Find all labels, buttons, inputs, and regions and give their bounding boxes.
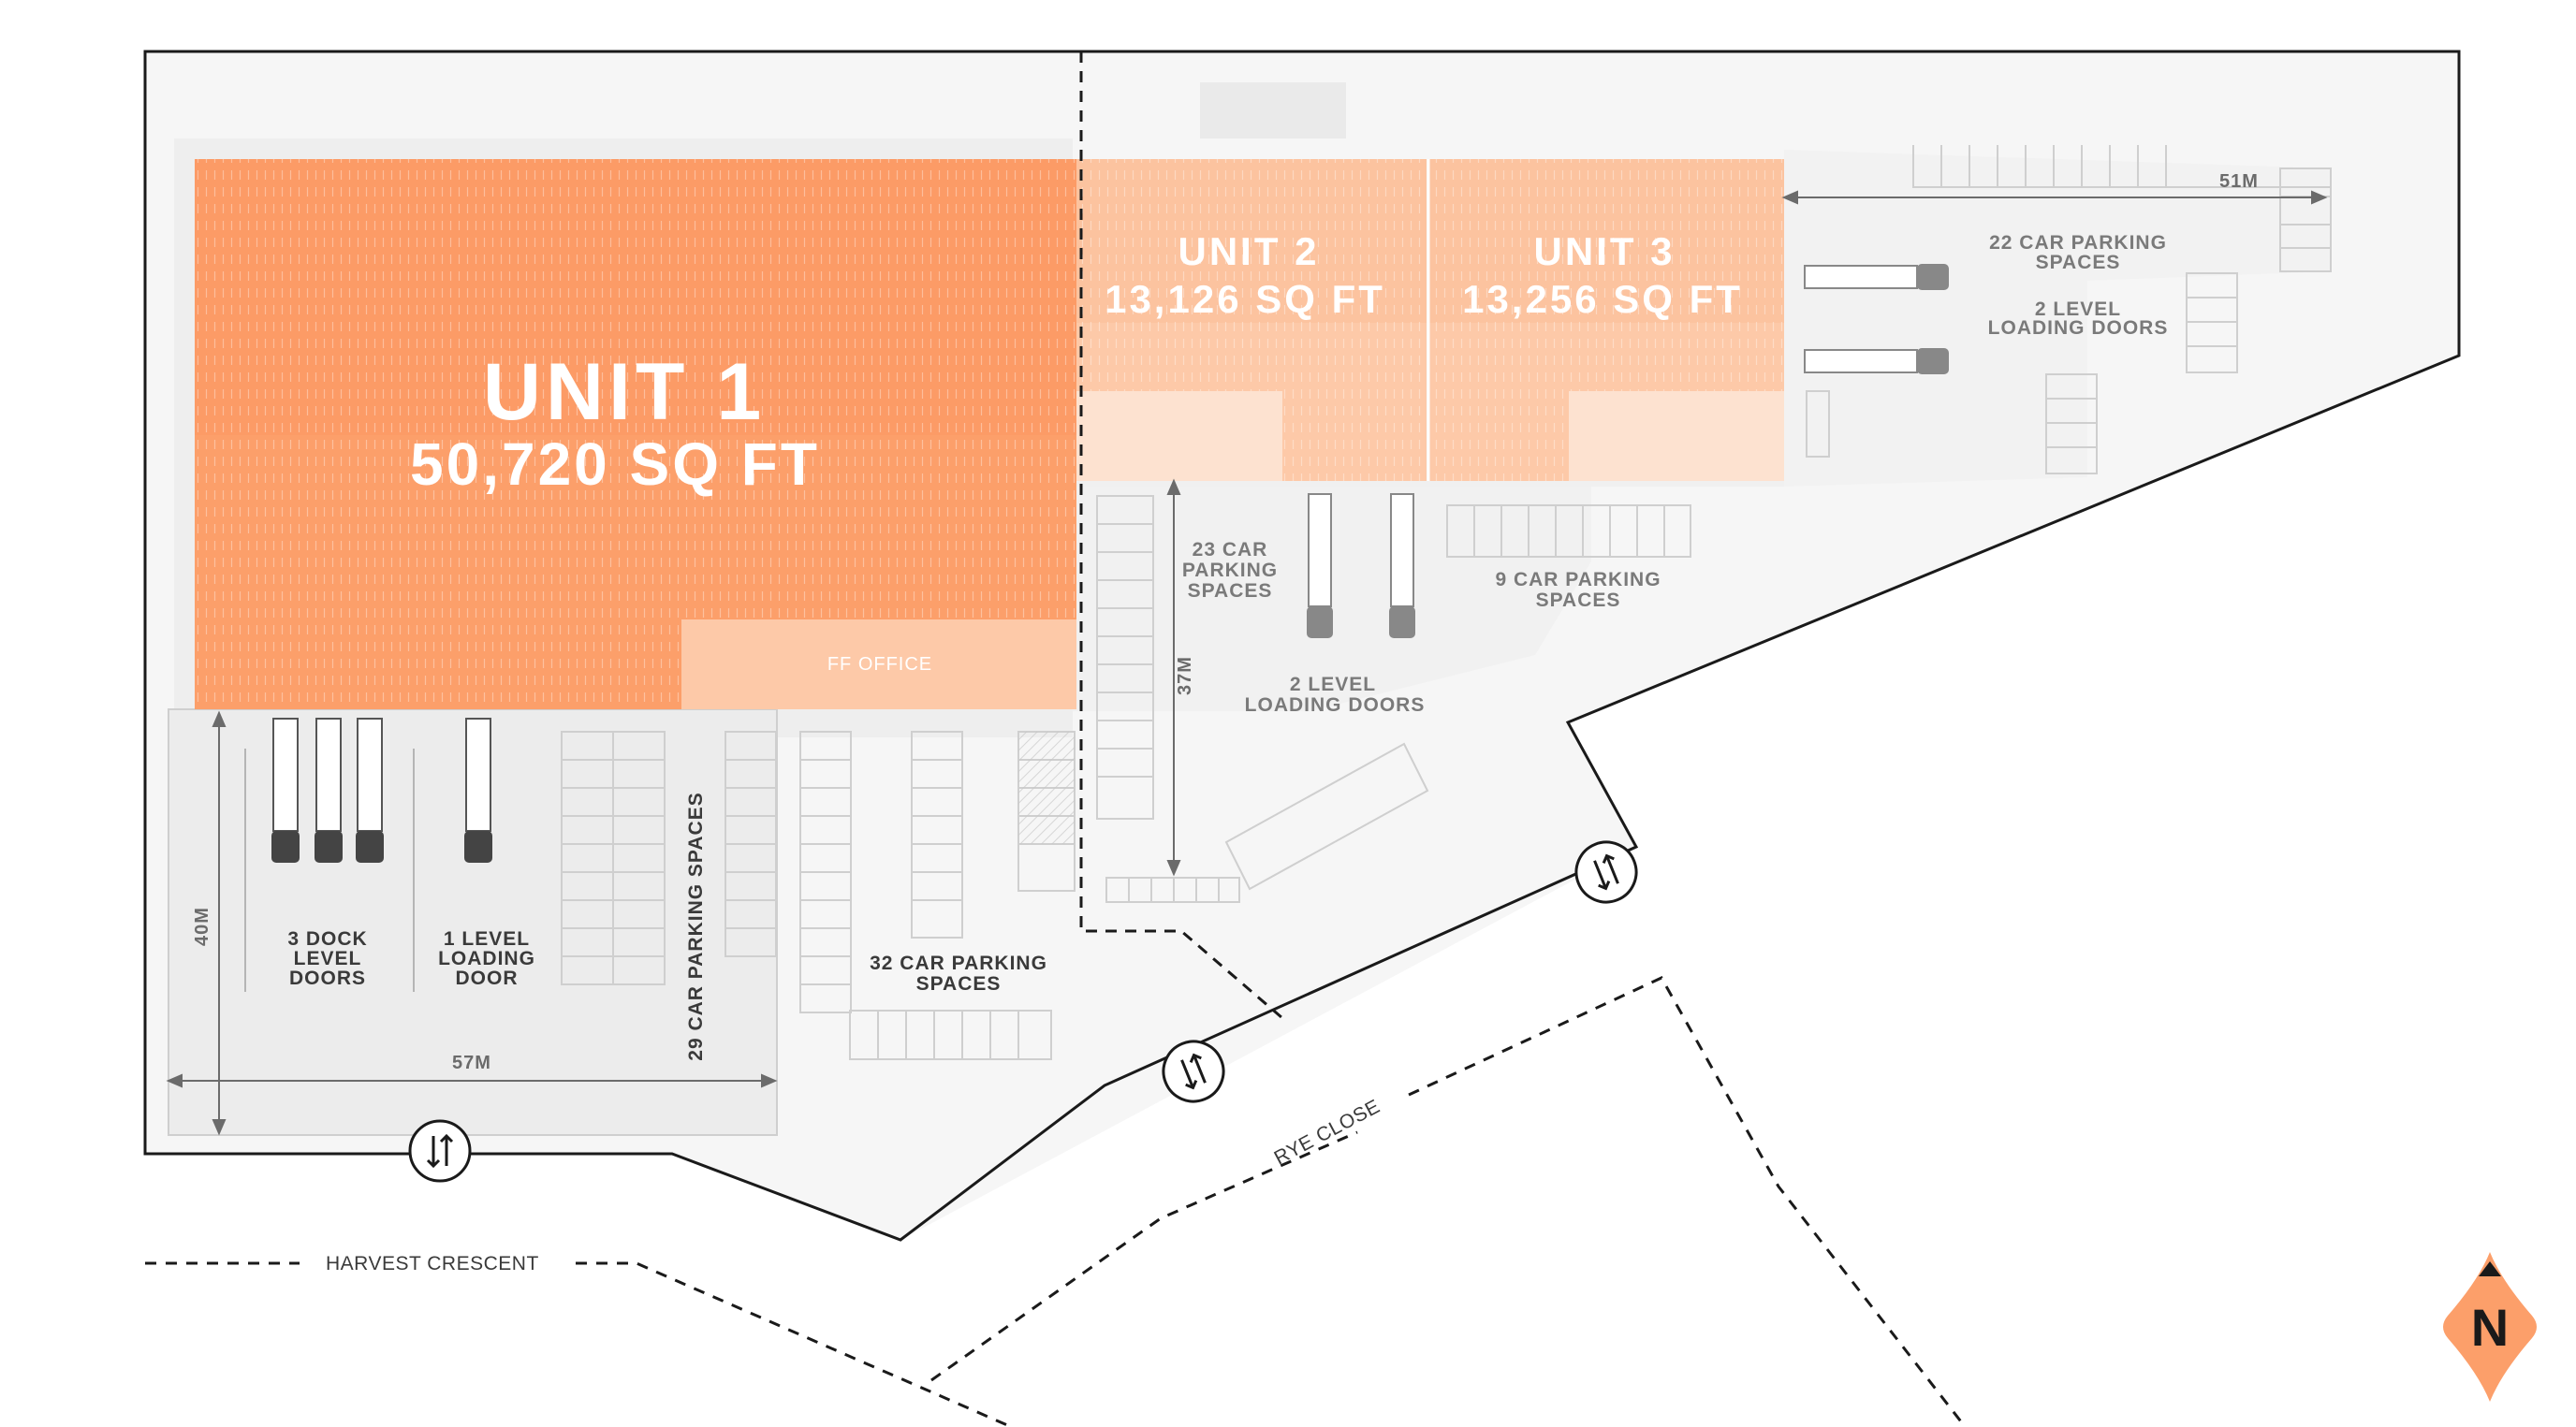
- unit-1-name: UNIT 1: [483, 347, 766, 437]
- tenancy-boundary: [1079, 51, 1283, 1020]
- label-dock-doors: 3 DOCK: [287, 928, 367, 950]
- label-dock-doors-2: LEVEL: [294, 948, 362, 969]
- parking-bays: [561, 145, 2332, 1060]
- label-unit3-doors: 2 LEVEL: [2035, 299, 2121, 320]
- lorries: [271, 264, 1949, 863]
- north-compass-icon: N: [2443, 1252, 2537, 1402]
- compass-letter: N: [2471, 1298, 2509, 1357]
- lorry-icon: [356, 718, 384, 863]
- road-harvest-crescent: HARVEST CRESCENT: [326, 1253, 539, 1274]
- label-parking-32: 32 CAR PARKING: [870, 953, 1047, 974]
- dimension-depth-unit1: 40M: [192, 907, 212, 946]
- ff-office-label: FF OFFICE: [827, 654, 932, 675]
- label-parking-29: 29 CAR PARKING SPACES: [685, 792, 707, 1060]
- unit-3-area: 13,256 SQ FT: [1462, 277, 1743, 321]
- unit-2-building[interactable]: UNIT 2 13,126 SQ FT: [1076, 159, 1427, 481]
- label-parking-22: 22 CAR PARKING: [1989, 232, 2167, 254]
- unit-1-building[interactable]: FF OFFICE UNIT 1 50,720 SQ FT: [195, 159, 1076, 709]
- unit-1-area: 50,720 SQ FT: [410, 430, 820, 498]
- two-way-access-icon: [1162, 1040, 1225, 1103]
- label-parking-32-2: SPACES: [916, 973, 1002, 995]
- label-dock-doors-3: DOORS: [289, 968, 366, 989]
- label-parking-22-2: SPACES: [2036, 252, 2121, 273]
- site-boundary: [143, 50, 2461, 1242]
- dimension-lines: [166, 190, 2328, 1136]
- two-way-access-icon: [1574, 840, 1638, 904]
- label-unit3-doors-2: LOADING DOORS: [1988, 317, 2169, 339]
- lorry-icon: [271, 718, 300, 863]
- unit-3-building[interactable]: UNIT 3 13,256 SQ FT: [1428, 159, 1784, 481]
- label-parking-23-3: SPACES: [1188, 580, 1273, 602]
- road-rye-close: RYE CLOSE: [1271, 1096, 1384, 1170]
- label-parking-23-2: PARKING: [1182, 560, 1278, 581]
- label-level-door: 1 LEVEL: [444, 928, 530, 950]
- label-parking-9-2: SPACES: [1536, 590, 1621, 611]
- dimension-width-unit1: 57M: [452, 1053, 491, 1073]
- roads: [145, 976, 1968, 1427]
- label-level-door-3: DOOR: [456, 968, 519, 989]
- lorry-icon: [315, 718, 343, 863]
- unit-2-name: UNIT 2: [1178, 229, 1319, 273]
- label-level-door-2: LOADING: [438, 948, 535, 969]
- two-way-access-icon: [408, 1119, 472, 1183]
- label-unit2-doors: 2 LEVEL: [1290, 674, 1376, 695]
- yard-lane-lines: [244, 749, 415, 992]
- unit-3-name: UNIT 3: [1533, 229, 1675, 273]
- dimension-depth-unit2: 37M: [1175, 656, 1195, 695]
- lorry-icon: [1389, 493, 1415, 638]
- dimension-width-unit3: 51M: [2219, 171, 2259, 192]
- label-parking-9: 9 CAR PARKING: [1495, 569, 1661, 590]
- label-unit2-doors-2: LOADING DOORS: [1245, 694, 1426, 716]
- lorry-icon: [464, 718, 492, 863]
- unit-2-area: 13,126 SQ FT: [1105, 277, 1385, 321]
- ff-office[interactable]: [681, 619, 1076, 709]
- label-parking-23: 23 CAR: [1193, 539, 1268, 561]
- access-icons: [408, 840, 1638, 1183]
- lorry-icon: [1307, 493, 1333, 638]
- lorry-icon: [1804, 348, 1949, 374]
- lorry-icon: [1804, 264, 1949, 290]
- hatched-area: [1018, 732, 1075, 844]
